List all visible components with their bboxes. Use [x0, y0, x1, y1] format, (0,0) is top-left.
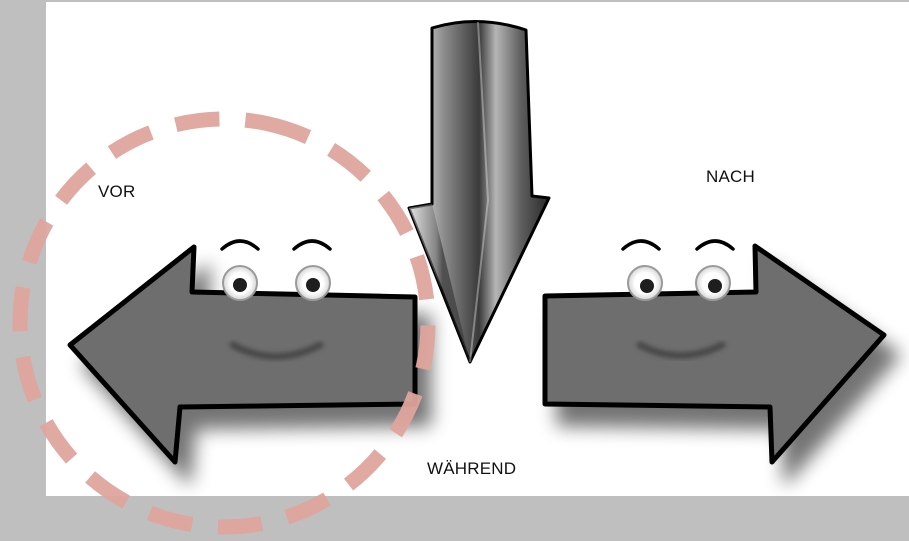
- arrow-down-icon: [409, 21, 549, 362]
- arrow-right-face: [545, 241, 884, 462]
- brow-icon: [222, 241, 258, 249]
- label-during: WÄHREND: [427, 459, 516, 479]
- brow-icon: [294, 241, 330, 249]
- eye-icon: [696, 266, 730, 300]
- eye-icon: [628, 266, 662, 300]
- brow-icon: [697, 241, 733, 249]
- brow-icon: [623, 241, 659, 249]
- eye-icon: [223, 266, 257, 300]
- arrow-left-face: [70, 241, 415, 462]
- eye-icon: [296, 266, 330, 300]
- label-after: NACH: [706, 167, 755, 187]
- label-before: VOR: [98, 182, 135, 202]
